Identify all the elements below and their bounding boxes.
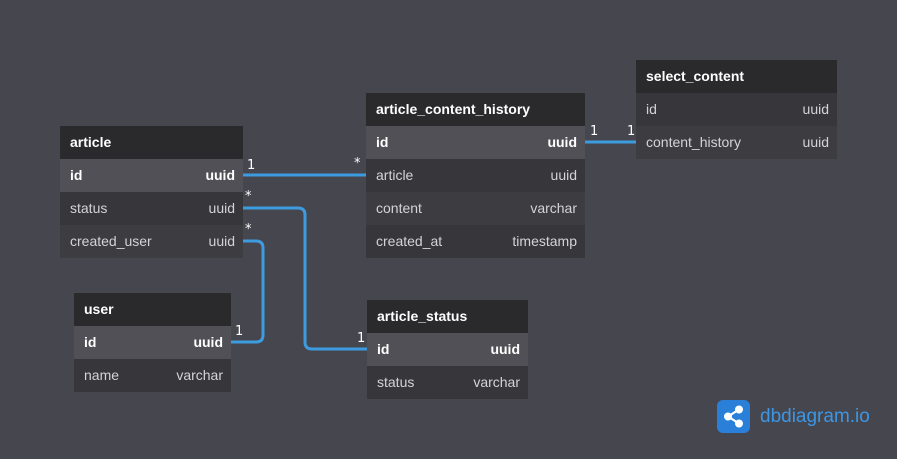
table-title[interactable]: article (60, 126, 243, 159)
field-type: uuid (550, 167, 577, 183)
field-row-id[interactable]: id uuid (366, 126, 585, 159)
table-title[interactable]: article_status (367, 300, 528, 333)
field-name: article (376, 167, 414, 183)
field-type: varchar (176, 367, 223, 383)
field-row-status[interactable]: status varchar (367, 366, 528, 399)
field-type: uuid (802, 134, 829, 150)
field-type: uuid (490, 341, 520, 357)
field-name: id (70, 167, 83, 183)
field-row-content[interactable]: content varchar (366, 192, 585, 225)
dbdiagram-logo[interactable]: dbdiagram.io (717, 400, 870, 433)
logo-text: dbdiagram.io (760, 405, 870, 427)
cardinality-label: 1 (357, 331, 366, 346)
field-type: uuid (208, 233, 235, 249)
field-type: varchar (530, 200, 577, 216)
field-row-status[interactable]: status uuid (60, 192, 243, 225)
field-row-id[interactable]: id uuid (74, 326, 231, 359)
cardinality-label: * (245, 189, 252, 204)
field-name: created_user (70, 233, 152, 249)
field-row-name[interactable]: name varchar (74, 359, 231, 392)
cardinality-label: 1 (627, 124, 636, 139)
field-row-article[interactable]: article uuid (366, 159, 585, 192)
link-article-status-to-article-status-id[interactable] (243, 206, 367, 351)
field-row-id[interactable]: id uuid (367, 333, 528, 366)
field-name: content_history (646, 134, 741, 150)
table-article-status[interactable]: article_status id uuid status varchar (367, 300, 528, 399)
field-name: id (376, 134, 389, 150)
field-name: status (377, 374, 415, 390)
field-name: id (377, 341, 390, 357)
field-type: varchar (473, 374, 520, 390)
cardinality-label: 1 (235, 324, 244, 339)
field-row-created-user[interactable]: created_user uuid (60, 225, 243, 258)
table-article-content-history[interactable]: article_content_history id uuid article … (366, 93, 585, 258)
field-name: id (84, 334, 97, 350)
table-article[interactable]: article id uuid status uuid created_user… (60, 126, 243, 258)
field-row-created-at[interactable]: created_at timestamp (366, 225, 585, 258)
field-type: uuid (802, 101, 829, 117)
table-select-content[interactable]: select_content id uuid content_history u… (636, 60, 837, 159)
cardinality-label: 1 (247, 158, 256, 173)
field-name: content (376, 200, 422, 216)
field-row-id[interactable]: id uuid (636, 93, 837, 126)
share-nodes-icon (717, 400, 750, 433)
cardinality-label: * (245, 222, 252, 237)
table-title[interactable]: select_content (636, 60, 837, 93)
field-type: timestamp (512, 233, 577, 249)
field-type: uuid (205, 167, 235, 183)
table-title[interactable]: user (74, 293, 231, 326)
field-type: uuid (193, 334, 223, 350)
field-name: name (84, 367, 120, 383)
table-user[interactable]: user id uuid name varchar (74, 293, 231, 392)
link-article-created-user-to-user-id[interactable] (231, 239, 265, 344)
field-name: created_at (376, 233, 443, 249)
table-title[interactable]: article_content_history (366, 93, 585, 126)
field-name: status (70, 200, 108, 216)
field-type: uuid (547, 134, 577, 150)
cardinality-label: * (354, 156, 361, 171)
field-row-content-history[interactable]: content_history uuid (636, 126, 837, 159)
cardinality-label: 1 (590, 124, 599, 139)
field-name: id (646, 101, 657, 117)
field-type: uuid (208, 200, 235, 216)
field-row-id[interactable]: id uuid (60, 159, 243, 192)
